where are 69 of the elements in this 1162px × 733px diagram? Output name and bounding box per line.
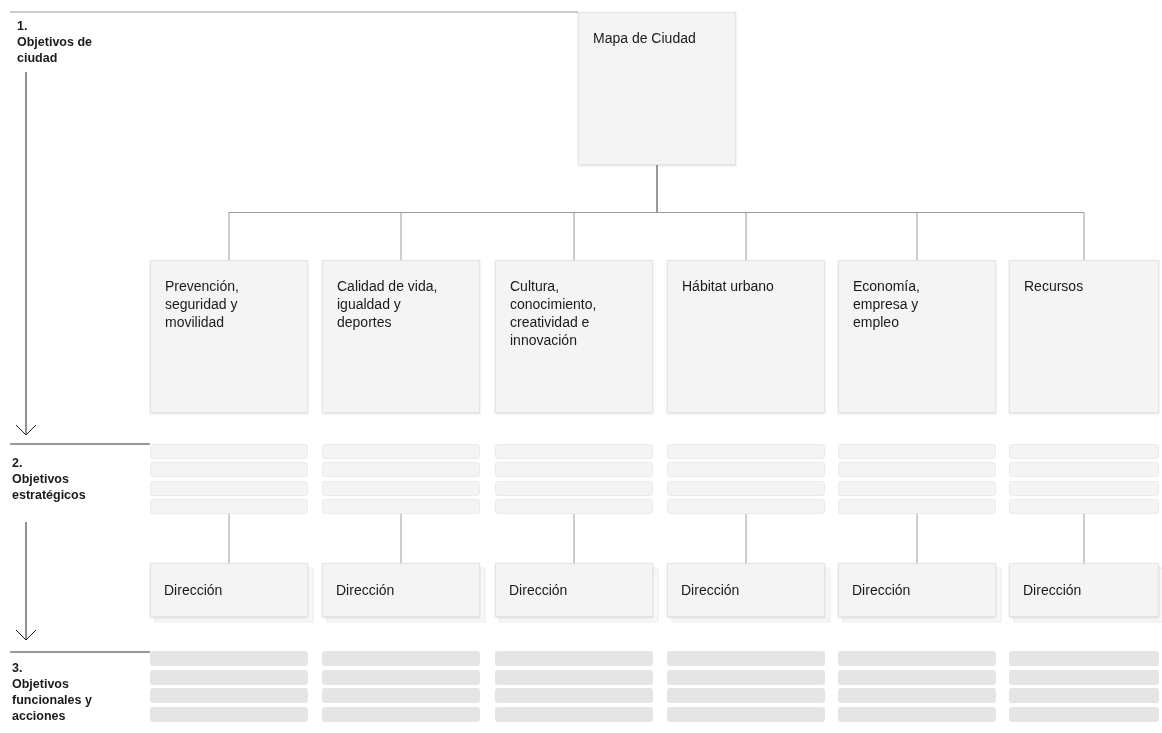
action-bar bbox=[838, 688, 996, 703]
action-bar bbox=[667, 670, 825, 685]
department-box bbox=[667, 563, 825, 617]
box-text: Recursos bbox=[1024, 277, 1085, 295]
connector-line bbox=[745, 513, 747, 564]
category-box bbox=[495, 260, 653, 413]
department-box bbox=[838, 563, 996, 617]
connector-line bbox=[228, 513, 230, 564]
objective-bar bbox=[838, 499, 996, 514]
connector-line bbox=[573, 513, 575, 564]
objective-bar bbox=[150, 499, 308, 514]
box-text: Mapa de Ciudad bbox=[593, 29, 697, 47]
category-box bbox=[838, 260, 996, 413]
objective-bar bbox=[150, 444, 308, 459]
box-text: Prevención, seguridad y movilidad bbox=[165, 277, 240, 331]
action-bar bbox=[1009, 707, 1159, 722]
action-bar bbox=[322, 670, 480, 685]
action-bar bbox=[150, 651, 308, 666]
box-text: Calidad de vida, igualdad y deportes bbox=[337, 277, 439, 331]
box-text: Cultura, conocimiento, creatividad e innovación bbox=[510, 277, 598, 349]
connector-line bbox=[1083, 513, 1085, 564]
action-bar bbox=[1009, 670, 1159, 685]
action-bar bbox=[667, 651, 825, 666]
department-box bbox=[1009, 563, 1159, 617]
section-label: Objetivos funcionales y acciones bbox=[12, 676, 93, 724]
action-bar bbox=[322, 651, 480, 666]
action-bar bbox=[150, 670, 308, 685]
section-label: 3. bbox=[12, 660, 23, 676]
section-label: Objetivos de ciudad bbox=[17, 34, 94, 66]
action-bar bbox=[667, 707, 825, 722]
department-box bbox=[495, 563, 653, 617]
section-label: 1. bbox=[17, 18, 28, 34]
category-box bbox=[322, 260, 480, 413]
category-box bbox=[150, 260, 308, 413]
action-bar bbox=[150, 688, 308, 703]
objective-bar bbox=[495, 499, 653, 514]
action-bar bbox=[150, 707, 308, 722]
action-bar bbox=[1009, 688, 1159, 703]
action-bar bbox=[322, 688, 480, 703]
connector-line bbox=[916, 513, 918, 564]
box-text: Dirección bbox=[164, 581, 223, 599]
section-label: Objetivos estratégicos bbox=[12, 471, 87, 503]
category-box bbox=[1009, 260, 1159, 413]
action-bar bbox=[322, 707, 480, 722]
action-bar bbox=[495, 688, 653, 703]
action-bar bbox=[495, 707, 653, 722]
section-label: 2. bbox=[12, 455, 23, 471]
root-box bbox=[578, 12, 736, 165]
box-text: Economía, empresa y empleo bbox=[853, 277, 921, 331]
box-text: Dirección bbox=[852, 581, 911, 599]
objective-bar bbox=[667, 499, 825, 514]
box-text: Hábitat urbano bbox=[682, 277, 775, 295]
objective-bar bbox=[1009, 499, 1159, 514]
action-bar bbox=[838, 670, 996, 685]
department-box bbox=[322, 563, 480, 617]
objective-bar bbox=[322, 499, 480, 514]
action-bar bbox=[838, 707, 996, 722]
box-text: Dirección bbox=[336, 581, 395, 599]
box-text: Dirección bbox=[681, 581, 740, 599]
action-bar bbox=[495, 651, 653, 666]
category-box bbox=[667, 260, 825, 413]
connector-line bbox=[400, 513, 402, 564]
department-box bbox=[150, 563, 308, 617]
box-text: Dirección bbox=[1023, 581, 1082, 599]
action-bar bbox=[1009, 651, 1159, 666]
action-bar bbox=[838, 651, 996, 666]
box-text: Dirección bbox=[509, 581, 568, 599]
action-bar bbox=[495, 670, 653, 685]
action-bar bbox=[667, 688, 825, 703]
